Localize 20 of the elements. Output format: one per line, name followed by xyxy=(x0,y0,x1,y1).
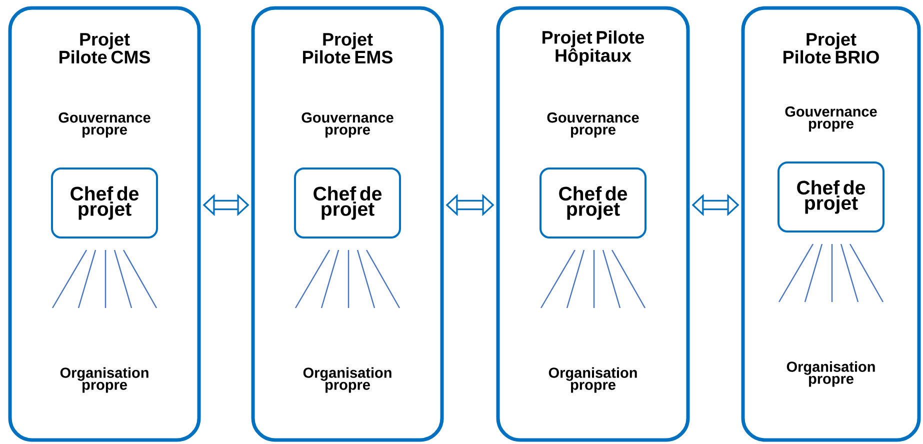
organisation-text: Organisation propre xyxy=(548,367,637,393)
project-heading: Projet Pilote Hôpitaux xyxy=(542,30,644,66)
governance-text: Gouvernance propre xyxy=(547,112,639,138)
governance-text: Gouvernance propre xyxy=(58,112,150,138)
project-heading: Projet Pilote BRIO xyxy=(784,32,879,64)
governance-text: Gouvernance propre xyxy=(785,106,877,132)
organisation-text: Organisation propre xyxy=(60,367,148,393)
project-heading: Projet Pilote CMS xyxy=(60,32,150,64)
project-manager-box: Chef de projet xyxy=(778,162,884,232)
pilot-project-box xyxy=(8,6,201,442)
organisation-text: Organisation propre xyxy=(303,367,392,393)
project-heading: Projet Pilote EMS xyxy=(303,32,392,64)
pilot-project-box xyxy=(251,6,444,442)
project-manager-box: Chef de projet xyxy=(51,168,158,238)
pilot-project-box xyxy=(496,6,690,442)
organisation-text: Organisation propre xyxy=(786,361,875,387)
pilot-project-box xyxy=(741,6,921,442)
governance-text: Gouvernance propre xyxy=(302,112,394,138)
project-manager-box: Chef de projet xyxy=(294,168,401,238)
project-manager-box: Chef de projet xyxy=(540,168,646,238)
